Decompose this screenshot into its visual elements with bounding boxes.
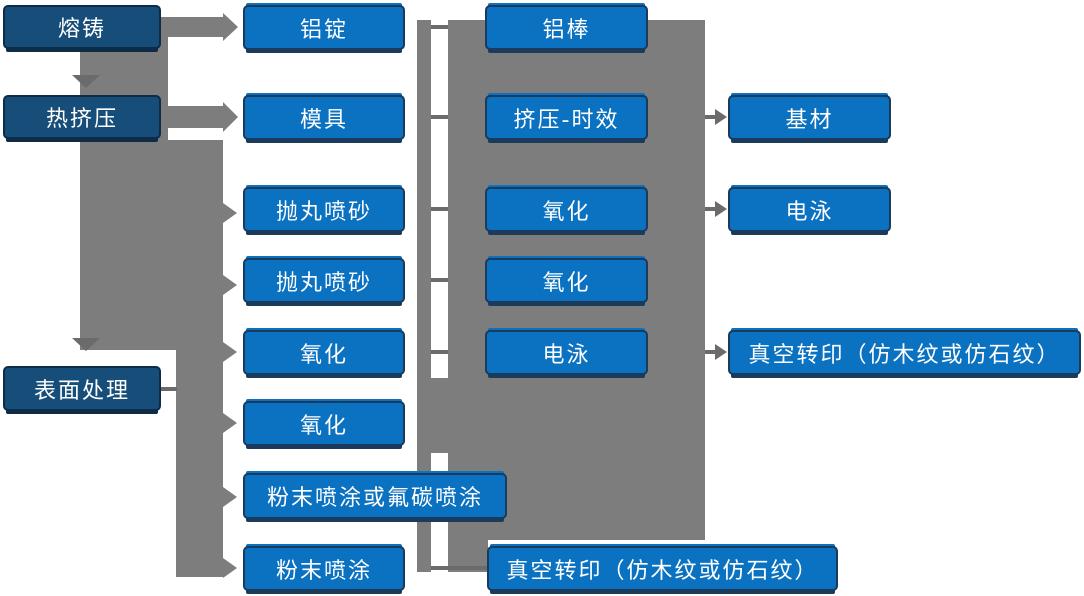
- arrowhead-to-mold: [223, 102, 238, 132]
- node-powder-coating: 粉末喷涂: [243, 546, 405, 591]
- node-electrophoresis-1: 电泳: [485, 330, 648, 375]
- band-surface-branch: [176, 340, 223, 577]
- stub-surface-treatment: [161, 387, 177, 391]
- node-oxidation-3: 氧化: [485, 187, 648, 232]
- arrow-down-to-surface-treatment: [72, 338, 100, 351]
- arrowhead-to-shot-blasting-2: [223, 275, 237, 295]
- node-hot-extrusion: 热挤压: [3, 95, 161, 139]
- arrowhead-to-oxidation-2: [223, 413, 237, 433]
- band-middle-merge: [417, 378, 448, 453]
- node-surface-treatment: 表面处理: [3, 366, 161, 411]
- arrowhead-to-shot-blasting-1: [223, 203, 237, 223]
- stub-to-vacuum-right: [705, 350, 715, 354]
- stub-to-base-material: [705, 115, 715, 119]
- stub-row-extrusion-aging: [431, 115, 448, 119]
- node-vacuum-transfer-bottom: 真空转印（仿木纹或仿石纹）: [487, 546, 838, 591]
- node-aluminum-rod: 铝棒: [485, 5, 648, 50]
- node-shot-blasting-1: 抛丸喷砂: [243, 187, 405, 232]
- node-extrusion-aging: 挤压-时效: [485, 95, 648, 140]
- node-oxidation-4: 氧化: [485, 258, 648, 303]
- stub-row-electrophoresis: [431, 350, 448, 354]
- arrowhead-to-ingot: [223, 13, 238, 41]
- arrowhead-to-oxidation-1: [223, 342, 237, 362]
- arrow-shaft-to-ingot: [160, 17, 223, 37]
- stub-to-electrophoresis2: [705, 207, 715, 211]
- arrowhead-to-electrophoresis2: [715, 201, 727, 217]
- node-oxidation-2: 氧化: [243, 401, 405, 446]
- node-mold: 模具: [243, 95, 405, 140]
- stub-row-oxidation3: [431, 207, 448, 211]
- node-powder-or-fluorocarbon-coating: 粉末喷涂或氟碳喷涂: [243, 473, 507, 519]
- band-left-lower-wide: [80, 140, 223, 350]
- node-base-material: 基材: [728, 95, 891, 140]
- arrowhead-to-powder-coating: [223, 558, 237, 578]
- node-aluminum-ingot: 铝锭: [243, 5, 405, 50]
- arrowhead-to-base-material: [715, 109, 727, 125]
- arrow-shaft-to-mold: [160, 106, 223, 128]
- node-electrophoresis-2: 电泳: [728, 187, 891, 232]
- stub-row-oxidation4: [431, 278, 448, 282]
- arrowhead-to-vacuum-right: [715, 344, 727, 360]
- node-melting-casting: 熔铸: [3, 5, 161, 49]
- node-vacuum-transfer-right: 真空转印（仿木纹或仿石纹）: [728, 330, 1081, 375]
- stub-row-vacuum-bottom: [431, 566, 488, 570]
- arrow-down-to-hot-extrusion: [72, 75, 100, 88]
- stub-row-rod: [431, 25, 448, 29]
- accent-connector-group: [72, 25, 727, 570]
- node-shot-blasting-2: 抛丸喷砂: [243, 258, 405, 303]
- arrowhead-to-fluorocarbon: [223, 487, 237, 507]
- node-oxidation-1: 氧化: [243, 330, 405, 375]
